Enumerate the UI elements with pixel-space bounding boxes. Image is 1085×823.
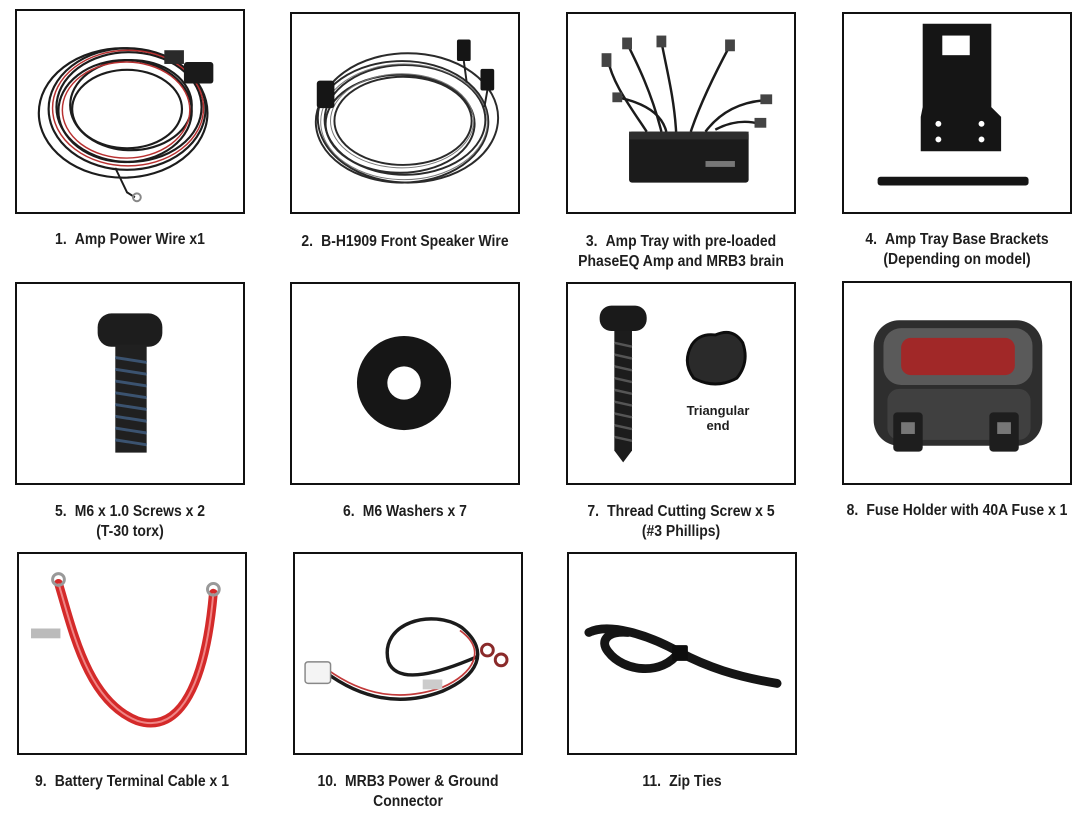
washer-icon [356,335,452,431]
item-caption-4: 4.Amp Tray Base Brackets (Depending on m… [865,231,1049,268]
item-caption-8: 8.Fuse Holder with 40A Fuse x 1 [846,502,1068,519]
item-image-5 [15,282,245,485]
fuse-holder-icon [873,320,1043,452]
item-image-2 [290,12,520,214]
item-caption-11: 11.Zip Ties [642,773,722,790]
power-ground-connector-icon [304,617,509,701]
item-image-10 [293,552,523,755]
battery-cable-icon [31,572,221,728]
bracket-icon [877,23,1029,186]
speaker-wire-icon [314,39,500,184]
item-caption-3: 3.Amp Tray with pre-loaded PhaseEQ Amp a… [578,233,784,270]
item-caption-10: 10.MRB3 Power & Ground Connector [317,773,499,810]
item-caption-5: 5.M6 x 1.0 Screws x 2 (T-30 torx) [54,503,206,540]
item-caption-7: 7.Thread Cutting Screw x 5 (#3 Phillips) [587,503,775,540]
item-image-7 [566,282,796,485]
item-caption-1: 1.Amp Power Wire x1 [55,231,205,248]
torx-screw-icon [97,313,163,453]
item-caption-2: 2.B-H1909 Front Speaker Wire [301,233,509,250]
item-image-11 [567,552,797,755]
item-image-4 [842,12,1072,214]
zip-tie-icon [584,624,782,688]
item-image-6 [290,282,520,485]
item-image-3 [566,12,796,214]
triangular-end-label: Triangular end [686,403,750,433]
item-image-8 [842,281,1072,485]
amp-power-wire-icon [37,47,214,203]
thread-cutting-screw-icon [599,305,747,463]
item-caption-9: 9.Battery Terminal Cable x 1 [35,773,229,790]
amp-tray-icon [601,35,773,183]
item-image-9 [17,552,247,755]
item-image-1 [15,9,245,214]
item-caption-6: 6.M6 Washers x 7 [343,503,467,520]
